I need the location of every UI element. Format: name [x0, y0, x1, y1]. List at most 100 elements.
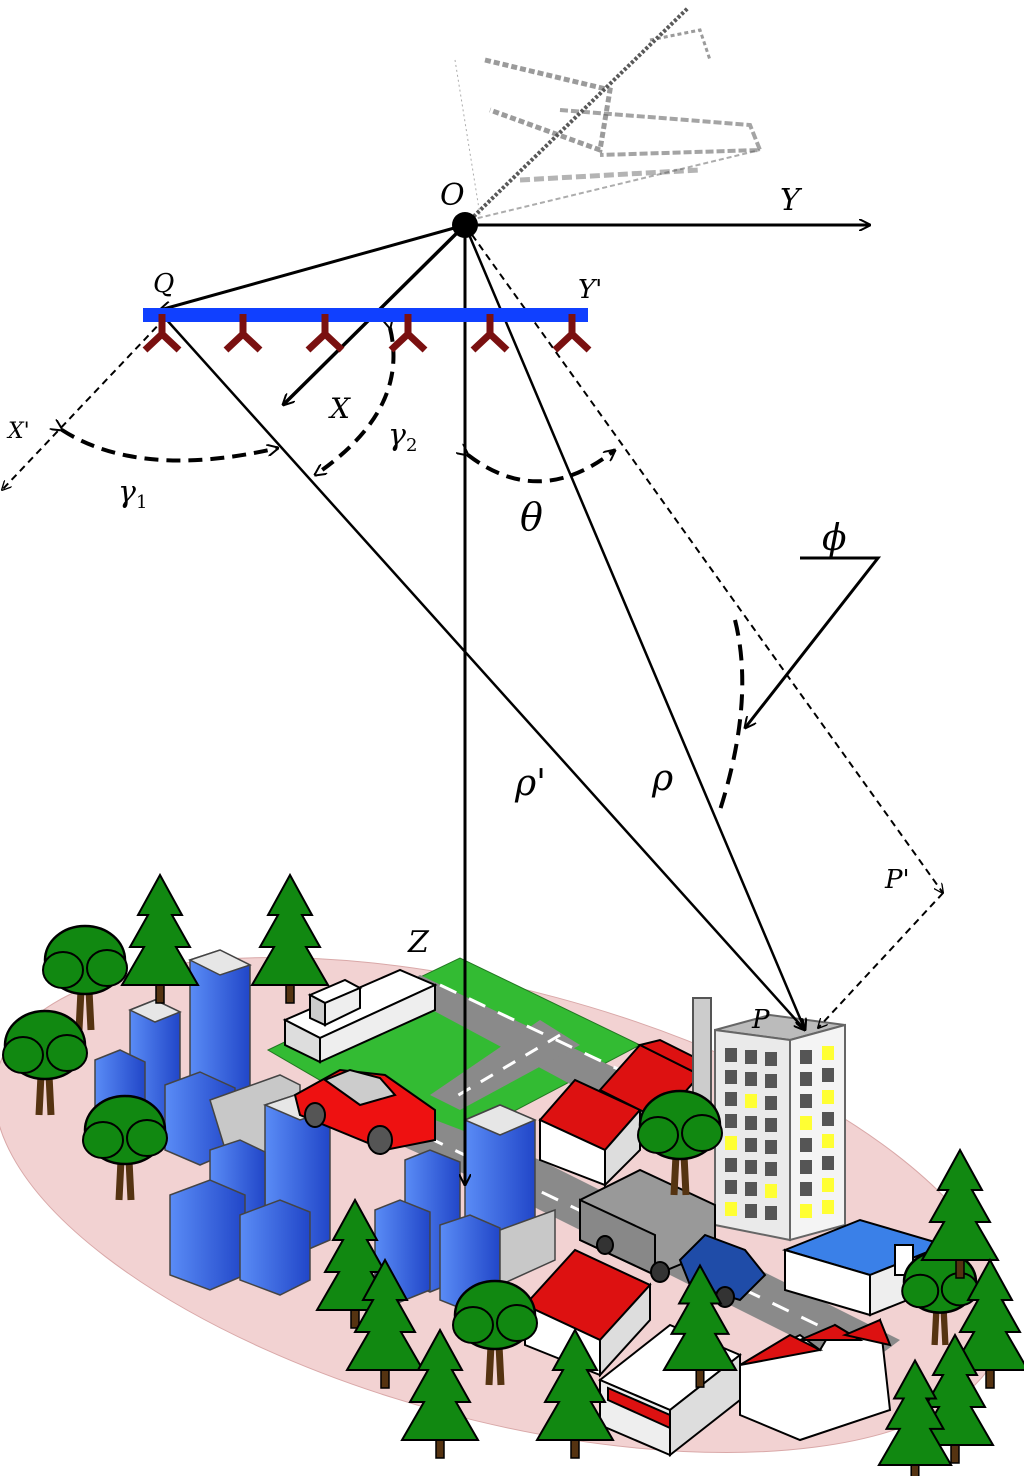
array-bar: [143, 308, 588, 322]
window: [765, 1096, 777, 1110]
building-windows: [800, 1046, 834, 1218]
car-icon: [293, 1068, 436, 1155]
window: [822, 1178, 834, 1192]
tree-icon: [877, 1358, 953, 1476]
window: [725, 1070, 737, 1084]
antenna-element-icon: [142, 314, 182, 353]
window: [725, 1092, 737, 1106]
origin-point: [452, 212, 478, 238]
ground-scene: [0, 872, 1024, 1476]
window: [765, 1118, 777, 1132]
window: [725, 1180, 737, 1194]
road-horizontal: [395, 975, 630, 1100]
tree-icon: [400, 1327, 480, 1459]
line-rho: [463, 224, 805, 1030]
window: [800, 1204, 812, 1218]
window: [800, 1138, 812, 1152]
window: [745, 1204, 757, 1218]
tree-icon: [120, 872, 200, 1004]
window: [725, 1048, 737, 1062]
label-p: P: [751, 1005, 770, 1035]
window: [822, 1046, 834, 1060]
window: [822, 1156, 834, 1170]
label-x-prime: X': [6, 419, 30, 444]
window: [765, 1184, 777, 1198]
window: [822, 1200, 834, 1214]
label-gamma2: γ2: [388, 418, 417, 456]
aircraft-icon: [454, 6, 763, 222]
line-o-p-prime: [464, 224, 943, 893]
chimney: [692, 997, 712, 1109]
tree-icon: [345, 1257, 425, 1389]
window: [745, 1138, 757, 1152]
window: [822, 1112, 834, 1126]
line-p-prime-p: [818, 892, 944, 1028]
window: [725, 1136, 737, 1150]
tree-icon: [250, 872, 330, 1004]
label-rho-prime: ρ': [514, 763, 546, 804]
building-windows: [725, 1048, 777, 1220]
label-q: Q: [153, 269, 174, 299]
label-rho: ρ: [651, 758, 673, 799]
window: [765, 1206, 777, 1220]
antenna-element-icon: [305, 314, 345, 353]
tree-icon: [535, 1327, 615, 1459]
window: [800, 1182, 812, 1196]
theta-arc: [468, 450, 615, 484]
antenna-array: [142, 308, 592, 353]
label-z: Z: [407, 925, 430, 960]
window: [745, 1072, 757, 1086]
gamma2-arc: [315, 328, 396, 475]
road-vertical: [430, 1020, 580, 1110]
tree-icon: [901, 1250, 979, 1346]
gamma1-arc: [62, 430, 278, 463]
window: [725, 1158, 737, 1172]
window: [800, 1094, 812, 1108]
label-y: Y: [780, 183, 803, 218]
window: [800, 1050, 812, 1064]
window: [745, 1160, 757, 1174]
antenna-element-icon: [388, 314, 428, 353]
window: [725, 1202, 737, 1216]
phi-arc: [718, 619, 745, 811]
window: [745, 1050, 757, 1064]
geometry-lines: [2, 225, 943, 1185]
window: [745, 1182, 757, 1196]
antenna-element-icon: [470, 314, 510, 353]
labels: O Y Q Y' X X' γ1 γ2 θ ϕ ρ' ρ P' Z P: [6, 178, 910, 1035]
window: [800, 1160, 812, 1174]
label-phi: ϕ: [822, 518, 847, 559]
tree-icon: [42, 924, 128, 1031]
line-o-q: [160, 223, 466, 310]
window: [822, 1068, 834, 1082]
tree-icon: [662, 1263, 738, 1388]
tree-icon: [950, 1257, 1024, 1389]
window: [725, 1114, 737, 1128]
window: [800, 1116, 812, 1130]
label-theta: θ: [520, 495, 543, 539]
antenna-element-icon: [223, 314, 263, 353]
phi-leader: [745, 556, 882, 728]
antenna-element-icon: [552, 314, 592, 353]
label-gamma1: γ1: [118, 475, 147, 513]
label-o: O: [440, 178, 465, 213]
line-rho-prime: [164, 317, 805, 1030]
tree-icon: [82, 1094, 168, 1201]
tree-icon: [920, 1147, 1000, 1279]
tree-icon: [2, 1009, 88, 1116]
window: [765, 1162, 777, 1176]
label-p-prime: P': [884, 865, 910, 895]
tree-icon: [452, 1279, 538, 1386]
label-x: X: [328, 392, 351, 425]
window: [800, 1072, 812, 1086]
tree-icon: [637, 1089, 723, 1196]
window: [765, 1140, 777, 1154]
trees: [2, 872, 1024, 1476]
window: [765, 1052, 777, 1066]
target-building-p: [714, 1013, 846, 1242]
window: [745, 1116, 757, 1130]
window: [745, 1094, 757, 1108]
building-icon: [282, 968, 438, 1064]
x-prime-axis: [2, 317, 166, 490]
